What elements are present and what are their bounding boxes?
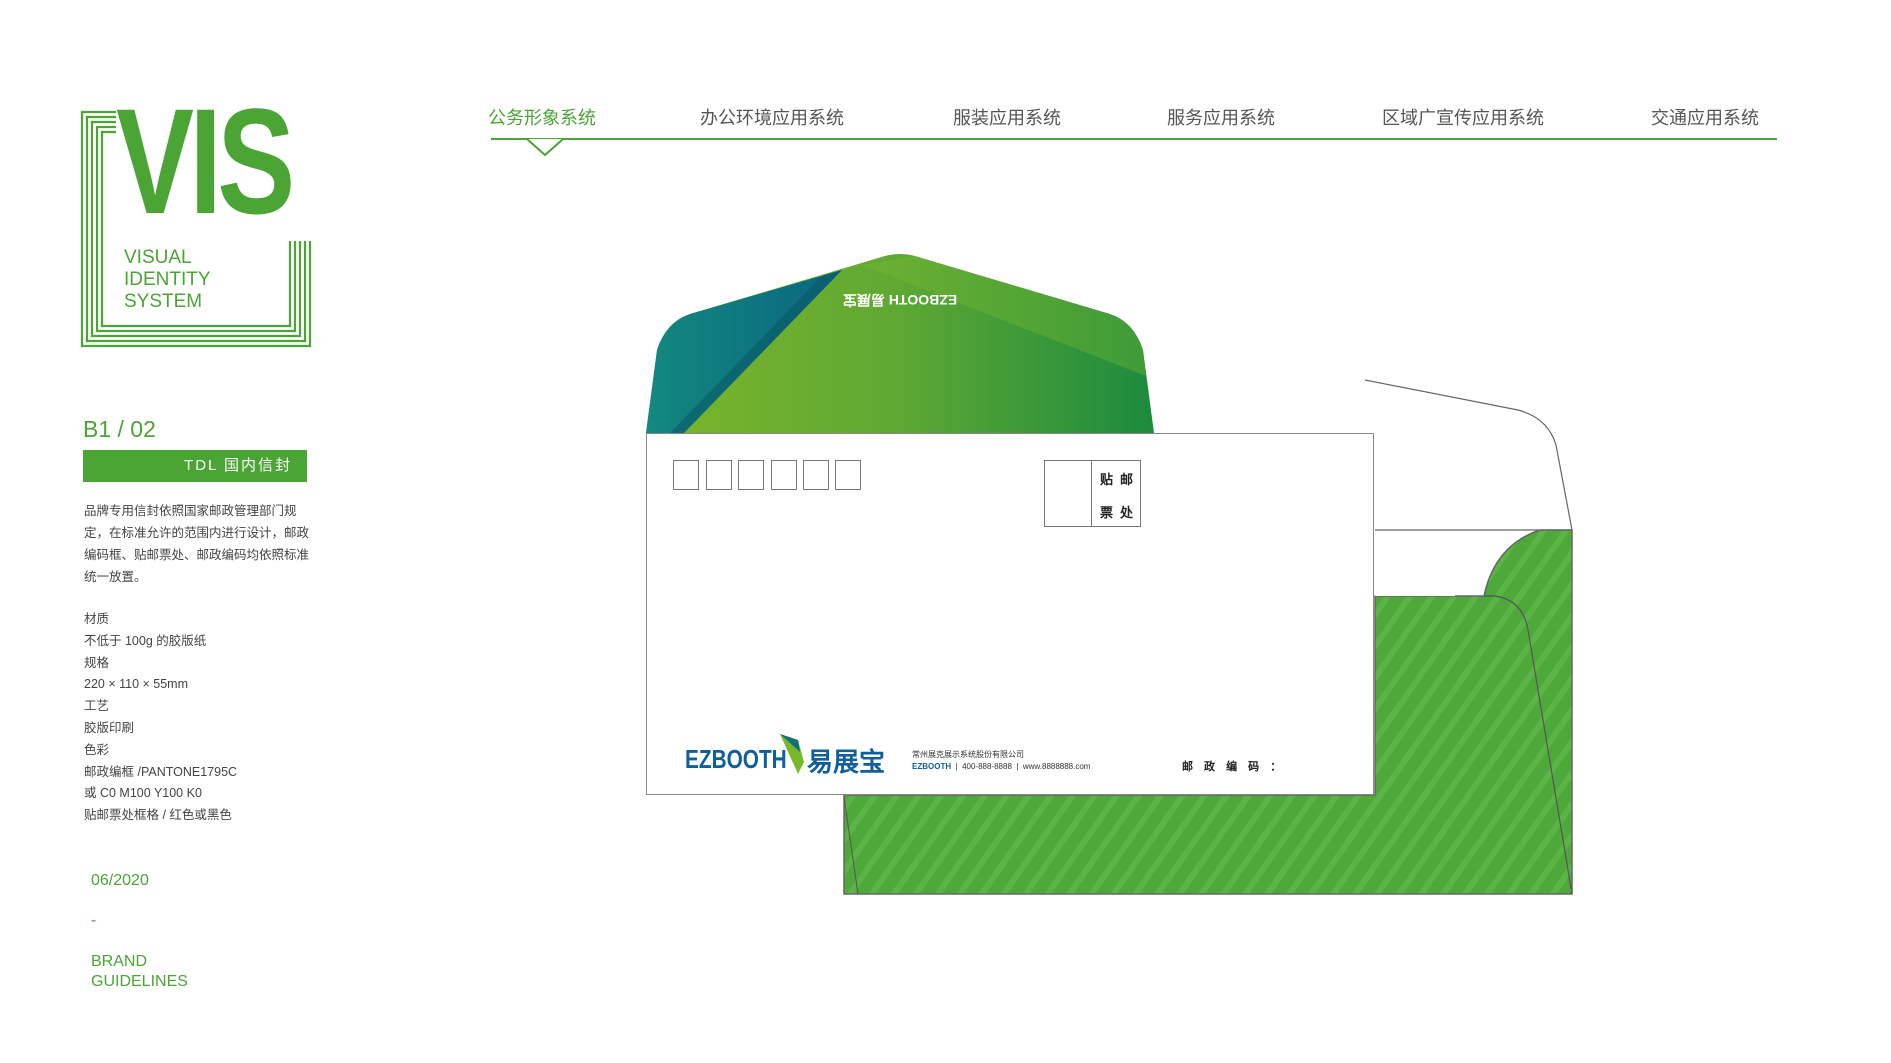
website: www.8888888.com xyxy=(1022,762,1091,771)
date: 06/2020 xyxy=(91,872,149,889)
stamp-char: 邮 xyxy=(1120,472,1134,487)
logo-line-1: VISUAL xyxy=(124,247,192,268)
stamp-char: 处 xyxy=(1120,505,1134,520)
spec-list: 材质 不低于 100g 的胶版纸 规格 220 × 110 × 55mm 工艺 … xyxy=(84,609,237,827)
spec-line: 色彩 xyxy=(84,742,110,757)
brand-logo-en: EZBOOTH xyxy=(685,744,787,774)
spec-line: 胶版印刷 xyxy=(84,720,135,735)
logo-line-3: SYSTEM xyxy=(124,291,203,312)
tab-office-environment[interactable]: 办公环境应用系统 xyxy=(700,108,844,128)
contact-line: EZBOOTH | 400-888-8888 | www.8888888.com xyxy=(912,762,1091,771)
spec-line: 不低于 100g 的胶版纸 xyxy=(84,633,207,648)
spec-line: 规格 xyxy=(84,655,110,670)
tab-transport[interactable]: 交通应用系统 xyxy=(1651,108,1759,128)
company-name: 常州展克展示系统股份有限公司 xyxy=(912,750,1024,759)
description: 品牌专用信封依照国家邮政管理部门规定，在标准允许的范围内进行设计，邮政编码框、贴… xyxy=(84,504,310,584)
postal-code-box xyxy=(835,460,861,490)
section-tag: TDL 国内信封 xyxy=(83,450,307,482)
page-code: B1 / 02 xyxy=(83,416,156,442)
logo-line-2: IDENTITY xyxy=(124,269,211,290)
postal-code-box xyxy=(771,460,797,490)
spec-line: 材质 xyxy=(84,612,110,626)
phone: 400-888-8888 xyxy=(962,762,1012,771)
tab-regional-promotion[interactable]: 区域广宣传应用系统 xyxy=(1382,108,1544,128)
logo-title: VIS xyxy=(116,77,295,245)
postal-code-box xyxy=(706,460,732,490)
footer-line-2: GUIDELINES xyxy=(91,973,188,990)
spec-line: 220 × 110 × 55mm xyxy=(84,677,189,692)
stamp-char: 贴 xyxy=(1100,472,1114,487)
tab-service[interactable]: 服务应用系统 xyxy=(1167,108,1275,128)
active-tab-indicator xyxy=(527,138,563,157)
postal-code-box xyxy=(673,460,699,490)
spec-line: 邮政编框 /PANTONE1795C xyxy=(84,764,238,779)
back-flap-right xyxy=(1484,595,1573,895)
logo-frame-lines xyxy=(80,110,312,348)
postcode-label: 邮 政 编 码 ： xyxy=(1182,761,1286,773)
postal-code-box xyxy=(738,460,764,490)
stamp-char: 票 xyxy=(1100,505,1114,520)
contact-brand: EZBOOTH xyxy=(912,762,952,771)
spec-line: 工艺 xyxy=(84,699,110,714)
postal-code-box xyxy=(803,460,829,490)
envelope-front: 贴 邮 票 处 EZBOOTH 易展宝 常州展克展示系统股份有限公司 EZBOO… xyxy=(646,433,1374,795)
flap-brand-mirrored: EZBOOTH 易展宝 xyxy=(843,292,957,308)
nav-underline xyxy=(491,138,1777,140)
spec-line: 或 C0 M100 Y100 K0 xyxy=(84,786,202,801)
back-flap-outline xyxy=(1364,379,1573,531)
spec-line: 贴邮票处框格 / 红色或黑色 xyxy=(84,808,232,823)
logo-subtitle: VISUAL IDENTITY SYSTEM xyxy=(124,247,211,313)
footer-line-1: BRAND xyxy=(91,953,148,970)
brand-leaf-icon xyxy=(780,734,804,774)
brand-guidelines: BRAND GUIDELINES xyxy=(91,952,188,992)
tab-official-image[interactable]: 公务形象系统 xyxy=(488,108,596,128)
tab-apparel[interactable]: 服装应用系统 xyxy=(953,108,1061,128)
stamp-box: 贴 邮 票 处 xyxy=(1044,460,1141,527)
separator-dash: - xyxy=(91,912,97,929)
brand-logo-cn: 易展宝 xyxy=(807,747,886,777)
